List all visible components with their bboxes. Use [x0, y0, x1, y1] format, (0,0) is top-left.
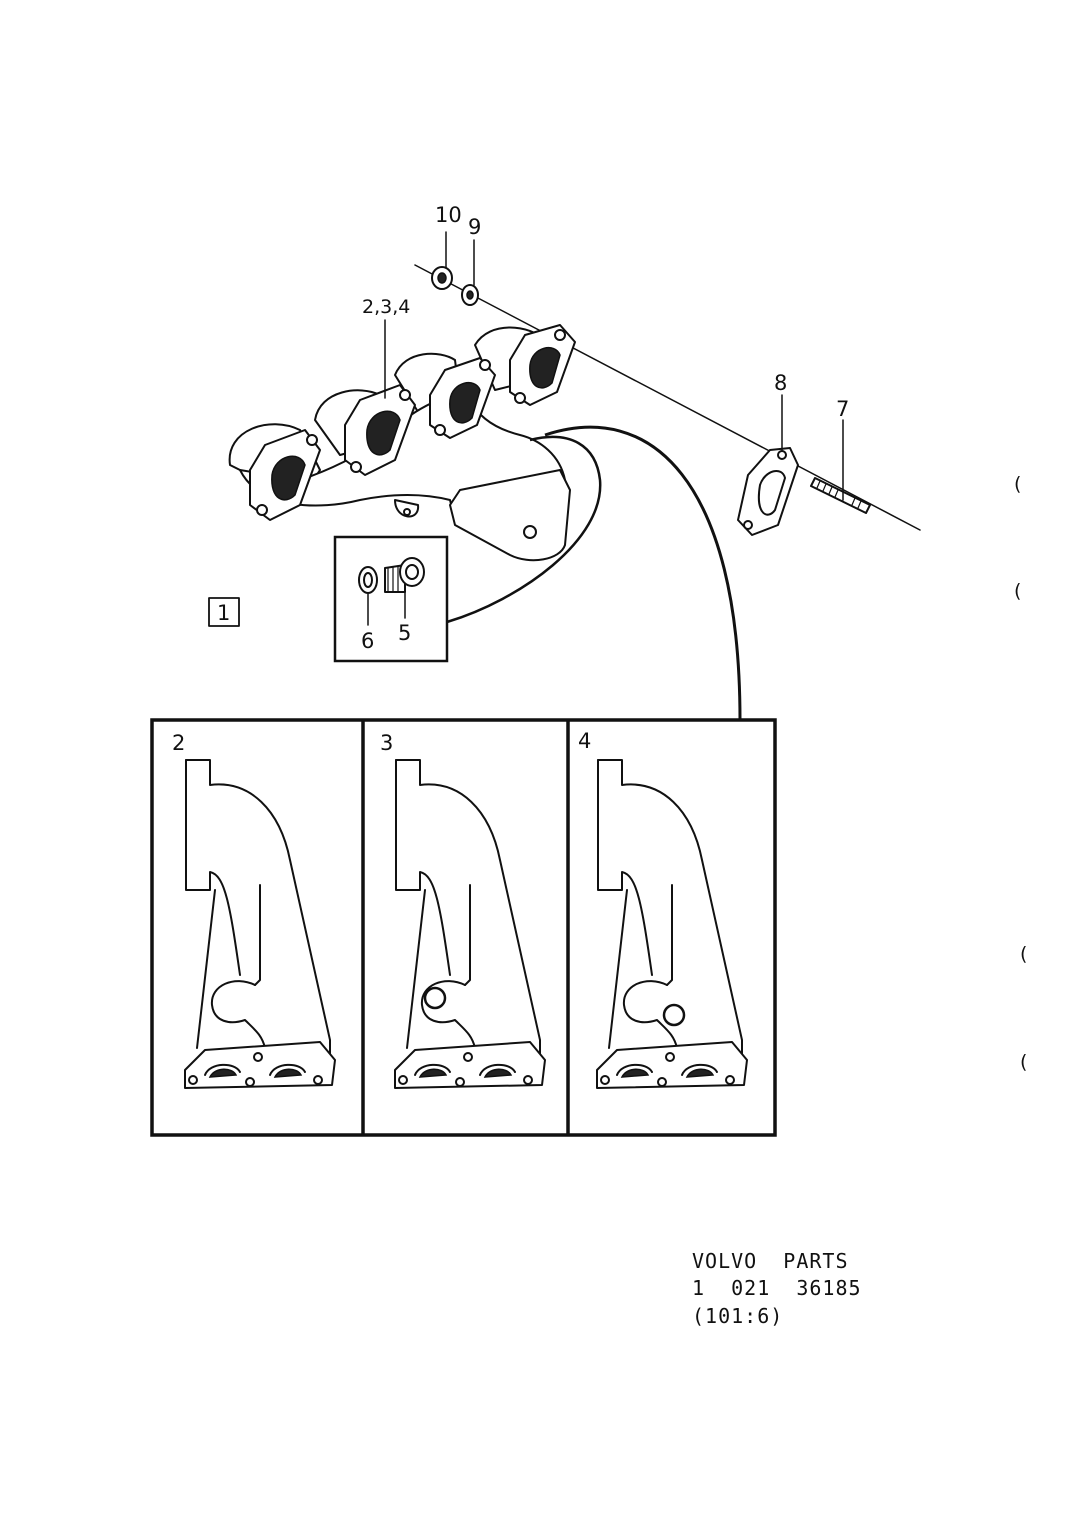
stud-part — [810, 477, 871, 514]
port-flange-2 — [344, 384, 416, 476]
callout-2-3-4: 2,3,4 — [362, 296, 410, 318]
variant-4-manifold — [596, 759, 748, 1089]
plug-washer-part — [358, 566, 378, 594]
port-flange-4 — [509, 324, 576, 406]
exhaust-manifold-part — [228, 324, 576, 562]
margin-mark-2: ( — [1014, 580, 1021, 602]
variants-panel: 2 3 — [150, 718, 777, 1137]
variant-4-boss — [662, 1003, 686, 1027]
variant-3-cell: 3 — [380, 731, 546, 1089]
connector-curve-plug — [446, 435, 602, 624]
margin-mark-1: ( — [1014, 473, 1021, 495]
footer-brand: VOLVO PARTS — [692, 1249, 849, 1273]
group-reference-label: 1 — [217, 601, 230, 625]
callout-10: 10 — [435, 203, 462, 227]
callout-7: 7 — [836, 397, 849, 421]
port-flange-1 — [249, 429, 321, 521]
variant-4-label: 4 — [578, 729, 591, 753]
washer-part — [461, 284, 479, 306]
variant-2-manifold — [184, 759, 336, 1089]
variant-2-cell: 2 — [172, 731, 336, 1089]
variant-3-label: 3 — [380, 731, 393, 755]
variant-3-manifold — [394, 759, 546, 1089]
group-reference-box — [208, 597, 240, 627]
callout-9: 9 — [468, 215, 481, 239]
plug-detail-box — [333, 535, 449, 663]
margin-mark-3: ( — [1020, 943, 1027, 965]
footer-part-number: 1 021 36185 — [692, 1276, 862, 1300]
assembly-axis-line — [414, 264, 921, 531]
margin-mark-4: ( — [1020, 1051, 1027, 1073]
variant-3-boss — [423, 986, 447, 1010]
footer-group-code: (101:6) — [692, 1304, 783, 1328]
connector-curve-variants — [544, 425, 742, 721]
callout-5: 5 — [398, 621, 411, 645]
variant-4-cell: 4 — [578, 729, 748, 1089]
plug-part — [384, 557, 425, 593]
footer-block: VOLVO PARTS 1 021 36185 (101:6) — [692, 1249, 862, 1328]
gasket-part — [737, 447, 799, 536]
callout-8: 8 — [774, 371, 787, 395]
port-flange-3 — [429, 357, 496, 439]
variant-2-label: 2 — [172, 731, 185, 755]
nut-part — [431, 266, 453, 290]
callout-6: 6 — [361, 629, 374, 653]
